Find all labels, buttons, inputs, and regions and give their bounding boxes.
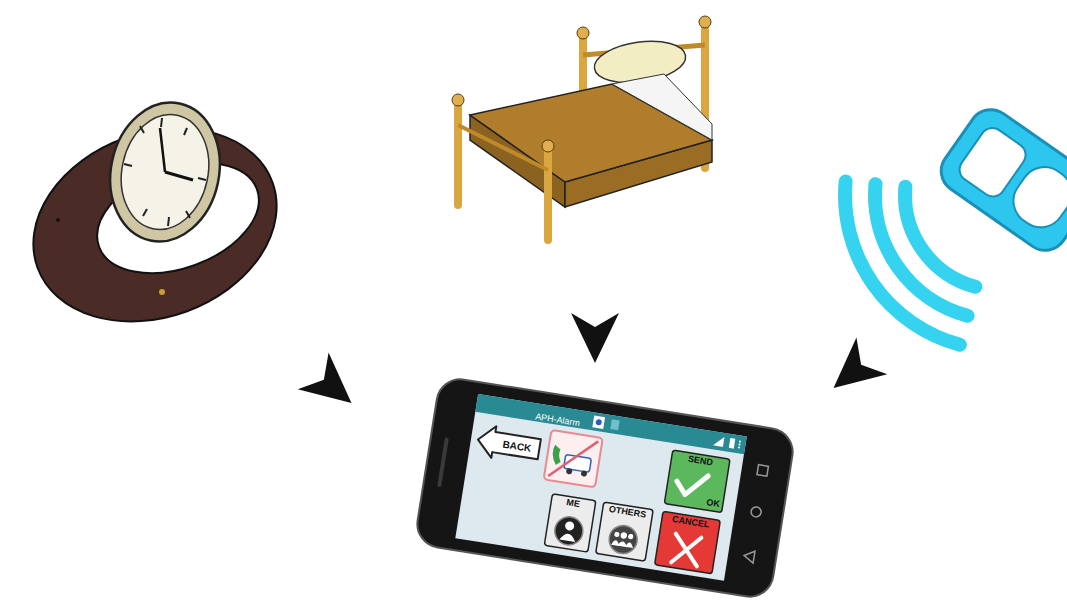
band-stud — [159, 289, 165, 295]
phone-app: BACKSENDOKMEOTHERSCANCELAPH-Alarm — [414, 376, 796, 600]
band-hole — [56, 218, 60, 222]
button-label: OK — [706, 498, 721, 510]
arrowhead — [818, 337, 887, 406]
minute-hand — [160, 128, 165, 172]
button-label: ME — [566, 498, 581, 510]
foot-rail — [458, 125, 548, 170]
bed-post — [454, 104, 462, 205]
watch-face — [111, 106, 219, 237]
watch-case — [98, 92, 233, 251]
cancel-button: CANCEL — [653, 510, 721, 575]
wristwatch — [6, 92, 304, 354]
sensor-slot — [1004, 158, 1067, 237]
wireless-sensor — [845, 101, 1067, 345]
post-knob — [699, 16, 711, 28]
watch-band — [6, 96, 304, 354]
others-button: OTHERS — [595, 501, 655, 562]
watch-ticks — [124, 118, 206, 226]
post-knob — [577, 27, 589, 39]
bed — [452, 16, 712, 240]
arrowhead — [298, 352, 367, 421]
signal-waves — [845, 182, 975, 345]
me-button: ME — [543, 493, 597, 554]
sensor-body — [933, 101, 1067, 259]
post-knob — [542, 140, 554, 152]
hour-hand — [165, 172, 193, 180]
phone-outline — [414, 376, 796, 600]
post-knob — [452, 94, 464, 106]
bed-post — [544, 150, 552, 240]
send-button: SENDOK — [663, 449, 731, 514]
sheet — [612, 74, 712, 140]
arrowhead — [571, 313, 619, 363]
